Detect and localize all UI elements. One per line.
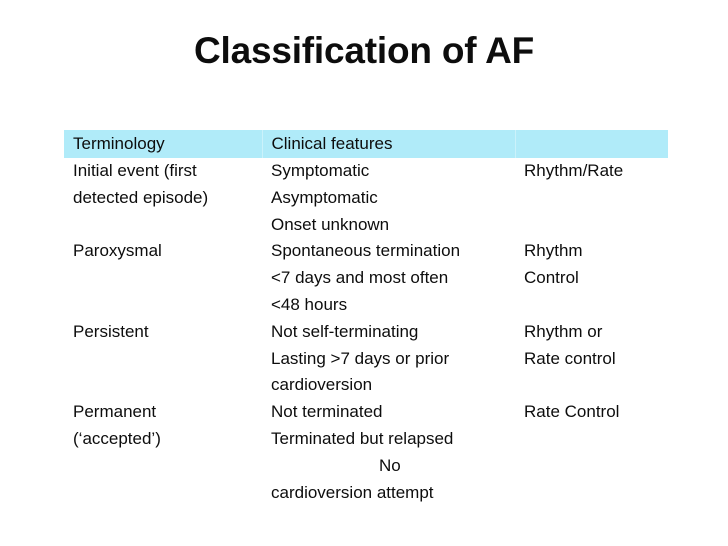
cell-line: detected episode) bbox=[73, 187, 209, 207]
cell-line: Rhythm or bbox=[524, 321, 603, 341]
cell-content: Spontaneous termination <7 days and most … bbox=[262, 238, 515, 318]
cell-line: Spontaneous termination bbox=[271, 241, 461, 261]
cell-line: Symptomatic bbox=[271, 161, 370, 180]
column-header-clinical-features-label: Clinical features bbox=[271, 134, 393, 153]
cell-line: No bbox=[379, 455, 401, 475]
cell-content: Paroxysmal bbox=[64, 238, 262, 265]
table-row: Paroxysmal Spontaneous termination <7 days… bbox=[64, 238, 668, 318]
cell-line: Lasting >7 days or prior bbox=[271, 348, 450, 368]
cell-line: <48 hours bbox=[271, 294, 348, 314]
table-cell-terminology: Persistent bbox=[64, 319, 262, 399]
table-cell-strategy: Rhythm/Rate bbox=[515, 158, 668, 238]
table-cell-clinical_features: Spontaneous termination <7 days and most … bbox=[262, 238, 515, 318]
cell-line: Asymptomatic bbox=[271, 187, 378, 207]
table-body: Initial event (first detected episode) Sym… bbox=[64, 158, 668, 518]
cell-content: Rhythm or Rate control bbox=[515, 319, 668, 373]
table-header-row: Terminology Clinical features bbox=[64, 130, 668, 158]
cell-line: Rate control bbox=[524, 348, 616, 368]
table-cell-strategy: Rate Control bbox=[515, 399, 668, 518]
cell-line: cardioversion attempt bbox=[271, 482, 434, 502]
cell-line: Permanent bbox=[73, 402, 157, 422]
cell-line: Paroxysmal bbox=[73, 241, 162, 261]
cell-line: cardioversion bbox=[271, 375, 373, 395]
cell-content: Rhythm/Rate bbox=[515, 158, 668, 185]
cell-line: Terminated but relapsed bbox=[271, 428, 454, 448]
page-title: Classification of AF bbox=[193, 30, 534, 71]
cell-line: <7 days and most often bbox=[271, 268, 449, 288]
cell-line: Initial event (first bbox=[73, 161, 197, 180]
table-row: Initial event (first detected episode) Sym… bbox=[64, 158, 668, 238]
column-header-strategy bbox=[514, 130, 668, 158]
table-cell-terminology: Paroxysmal bbox=[64, 238, 262, 318]
cell-line: Persistent bbox=[73, 321, 149, 341]
af-classification-table: Terminology Clinical features Initial ev… bbox=[64, 130, 668, 518]
table-cell-terminology: Initial event (first detected episode) bbox=[64, 158, 262, 238]
cell-content: Permanent (‘accepted’) bbox=[64, 399, 262, 453]
column-header-terminology: Terminology bbox=[64, 130, 262, 158]
cell-line: Not terminated bbox=[271, 402, 383, 422]
cell-line: Onset unknown bbox=[271, 214, 390, 234]
cell-content: Rate Control bbox=[515, 399, 668, 426]
cell-line: (‘accepted’) bbox=[73, 428, 161, 448]
cell-content: Initial event (first detected episode) bbox=[64, 158, 262, 212]
column-header-clinical-features: Clinical features bbox=[261, 130, 515, 158]
column-header-terminology-label: Terminology bbox=[73, 134, 165, 153]
cell-content: Persistent bbox=[64, 319, 262, 346]
table-cell-strategy: Rhythm or Rate control bbox=[515, 319, 668, 399]
cell-line: Rhythm bbox=[524, 241, 583, 261]
cell-line: Rhythm/Rate bbox=[524, 161, 624, 180]
cell-line: Control bbox=[524, 268, 579, 288]
cell-line: Rate Control bbox=[524, 402, 620, 422]
table-cell-terminology: Permanent (‘accepted’) bbox=[64, 399, 262, 518]
cell-line: Not self-terminating bbox=[271, 321, 419, 341]
